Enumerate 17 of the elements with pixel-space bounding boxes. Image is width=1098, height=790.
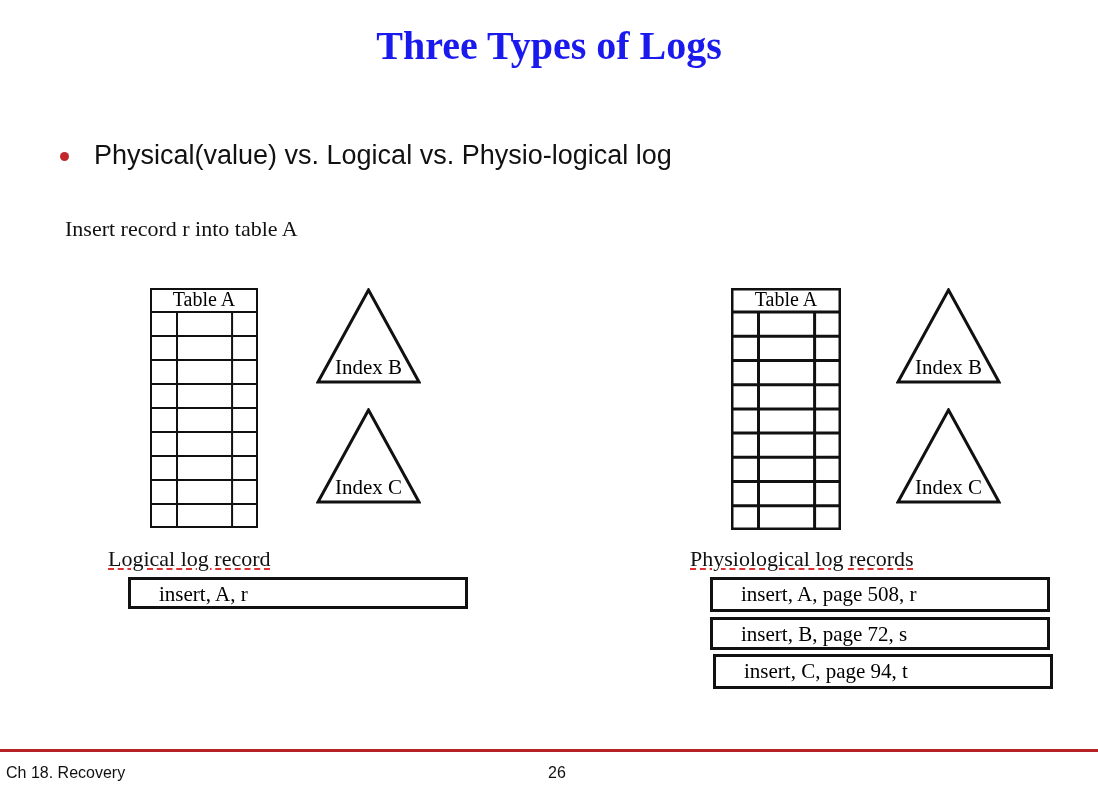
log-record-box: insert, C, page 94, t (713, 654, 1053, 689)
slide-title: Three Types of Logs (375, 22, 723, 69)
index-triangle: Index B (316, 288, 421, 384)
bullet-text: Physical(value) vs. Logical vs. Physio-logical log (94, 140, 672, 171)
index-triangle: Index C (896, 408, 1001, 504)
index-triangle: Index B (896, 288, 1001, 384)
table-drawing: Table A (731, 288, 841, 530)
table-drawing: Table A (150, 288, 258, 528)
log-record-box: insert, B, page 72, s (710, 617, 1050, 650)
log-record-box: insert, A, r (128, 577, 468, 609)
caption-text: Insert record r into table A (65, 216, 298, 242)
section-label: Physiological log records (690, 546, 914, 572)
log-record-box: insert, A, page 508, r (710, 577, 1050, 612)
index-triangle: Index C (316, 408, 421, 504)
section-label: Logical log record (108, 546, 271, 572)
page-number: 26 (548, 764, 566, 782)
footer-text: Ch 18. Recovery (6, 764, 126, 782)
